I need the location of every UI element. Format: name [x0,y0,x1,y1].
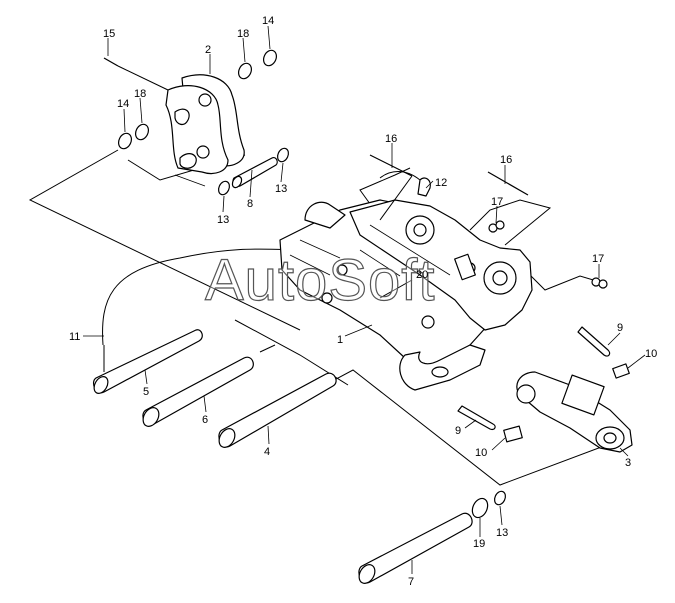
callout-8: 8 [247,198,253,210]
part-10-fitting-b [503,425,523,443]
part-18-ring-left [134,123,150,141]
part-15-bolt [103,57,169,91]
part-14-ring-left [117,132,133,150]
callout-5: 5 [143,386,149,398]
callout-4: 4 [264,446,270,458]
callout-18: 18 [237,28,249,40]
callout-3: 3 [625,457,631,469]
callout-11: 11 [69,331,80,343]
callout-14: 14 [117,98,129,110]
part-20-plate [379,279,413,299]
callout-10: 10 [475,447,487,459]
callout-1: 1 [337,334,343,346]
callout-14: 14 [262,15,274,27]
part-10-fitting-a [612,363,630,379]
part-3-cylinder [516,371,633,453]
callout-10: 10 [645,348,657,360]
callout-20: 20 [416,269,428,281]
part-6-pin [142,356,254,427]
callout-17: 17 [592,253,604,265]
callout-17: 17 [491,196,503,208]
part-18-ring-top [237,62,253,80]
callout-13: 13 [496,527,508,539]
part-8-pin [231,157,278,189]
part-9-bolt-b [457,405,496,431]
part-13-ring-c [493,490,507,506]
watermark-text: AutoSoft [205,248,435,313]
part-9-bolt-a [577,326,611,357]
part-13-ring-a [217,180,231,196]
part-1-main-frame [279,199,533,391]
part-14-ring-top [262,49,278,67]
part-12-spring-pin [379,171,431,197]
callout-9: 9 [617,322,623,334]
callout-16: 16 [500,154,512,166]
part-7-pin [358,512,473,584]
callout-16: 16 [385,133,397,145]
part-16-bolt-b [487,171,529,196]
part-17-nut-a [488,220,505,233]
part-4-pin [218,372,337,448]
callout-6: 6 [202,414,208,426]
callout-13: 13 [275,183,287,195]
part-17-nut-b [591,277,608,289]
callout-labels: 15 2 18 14 14 18 13 8 13 16 12 16 17 20 … [69,15,657,588]
callout-15: 15 [103,28,115,40]
leader-lines [83,25,646,574]
part-5-pin [92,329,203,394]
callout-18: 18 [134,88,146,100]
callout-12: 12 [435,177,447,189]
callout-9: 9 [455,425,461,437]
callout-2: 2 [205,44,211,56]
part-19-ring [471,497,489,519]
part-2-bracket [165,74,245,187]
callout-19: 19 [473,538,485,550]
assembly-guide-lines [28,149,621,486]
callout-13: 13 [217,214,229,226]
part-13-ring-b [276,147,290,163]
callout-7: 7 [408,576,414,588]
